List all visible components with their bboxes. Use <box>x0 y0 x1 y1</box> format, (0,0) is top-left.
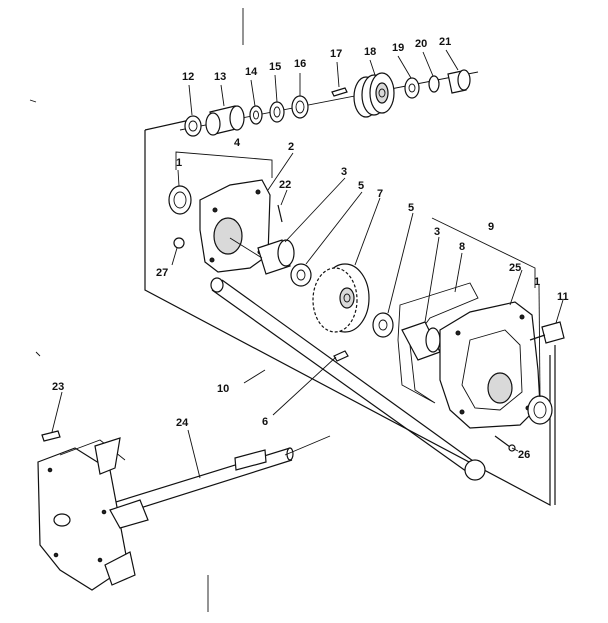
callout-1-left: 1 <box>176 157 182 169</box>
part-8-gasket <box>397 282 479 404</box>
callout-9: 9 <box>488 221 494 233</box>
part-7-gear <box>312 263 370 333</box>
part-11-bolt <box>541 321 565 344</box>
callout-3-right: 3 <box>434 226 440 238</box>
callout-8: 8 <box>459 241 465 253</box>
leader-lines <box>51 49 564 479</box>
part-1-seal-right <box>527 395 553 425</box>
impeller-bracket-assembly <box>37 437 149 591</box>
callout-18: 18 <box>364 46 376 58</box>
callout-26: 26 <box>518 449 530 461</box>
callout-11: 11 <box>557 291 569 303</box>
callout-3-left: 3 <box>341 166 347 178</box>
part-15-ring <box>269 101 285 123</box>
stray-mark <box>29 99 37 103</box>
callout-13: 13 <box>214 71 226 83</box>
callout-7: 7 <box>377 188 383 200</box>
callout-labels: 12 13 14 15 16 17 18 19 20 21 4 2 1 3 5 … <box>52 36 569 461</box>
callout-22: 22 <box>279 179 291 191</box>
part-22-screw <box>277 204 283 223</box>
part-18-pulley <box>353 72 395 118</box>
callout-21: 21 <box>439 36 451 48</box>
part-1-seal-left <box>168 185 192 215</box>
assembly-outline-top <box>144 119 191 131</box>
callout-24: 24 <box>176 417 189 429</box>
callout-5-left: 5 <box>358 180 364 192</box>
part-6-key <box>333 350 349 362</box>
part-23-key <box>41 430 61 442</box>
callout-17: 17 <box>330 48 342 60</box>
part-16-seal <box>291 95 309 119</box>
callout-14: 14 <box>245 66 258 78</box>
part-10-long-shaft <box>210 277 486 481</box>
callout-5-right: 5 <box>408 202 414 214</box>
part-5-washer-left <box>290 263 312 287</box>
assembly-outline <box>144 130 551 506</box>
callout-15: 15 <box>269 61 281 73</box>
part-14-washer <box>249 105 263 125</box>
callout-27: 27 <box>156 267 168 279</box>
callout-12: 12 <box>182 71 194 83</box>
part-27-nut <box>173 237 185 249</box>
callout-bracket-4 <box>175 151 273 178</box>
part-12-seal <box>184 115 202 137</box>
part-5-washer-right <box>372 312 394 338</box>
callout-1-right: 1 <box>534 276 540 288</box>
callout-2: 2 <box>288 141 294 153</box>
callout-10: 10 <box>217 383 229 395</box>
callout-6: 6 <box>262 416 268 428</box>
callout-19: 19 <box>392 42 404 54</box>
part-20-ring <box>428 75 440 93</box>
callout-16: 16 <box>294 58 306 70</box>
callout-25: 25 <box>509 262 521 274</box>
callout-bracket-9 <box>431 217 536 288</box>
callout-4: 4 <box>234 137 241 149</box>
stray-mark <box>35 351 41 357</box>
callout-20: 20 <box>415 38 427 50</box>
part-26-screw <box>494 435 511 448</box>
part-19-washer <box>404 77 420 99</box>
callout-23: 23 <box>52 381 64 393</box>
part-17-key <box>331 87 348 97</box>
